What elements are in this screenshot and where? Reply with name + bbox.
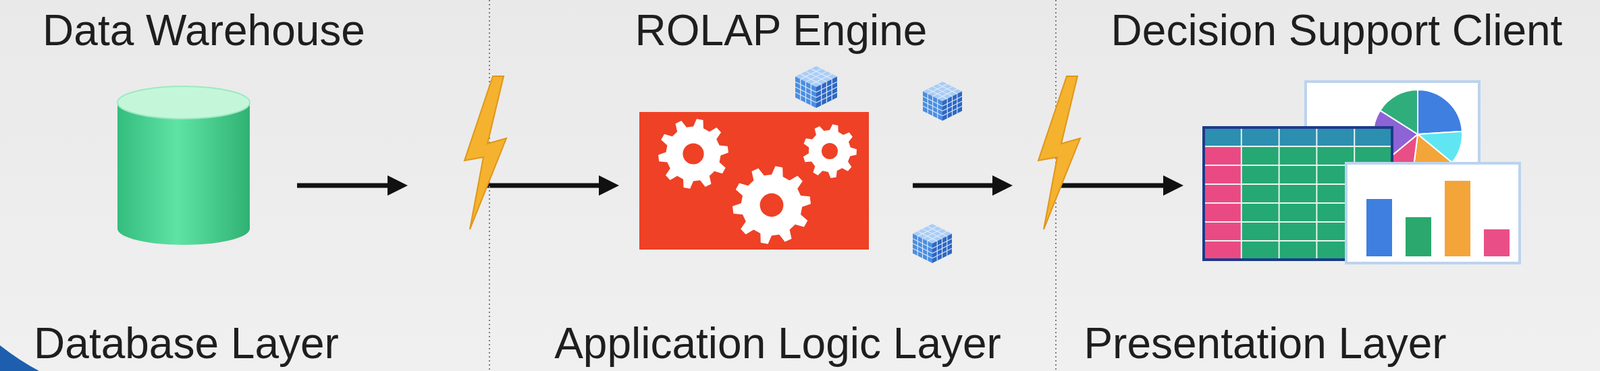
label-slot: Presentation Layer [1083,320,1447,368]
lightning-bolt [464,76,507,230]
gear-hole [821,143,838,160]
arrowhead [992,175,1013,196]
table-grid [1240,127,1243,260]
node-heading: Decision Support Client [1111,6,1563,55]
table-column [1203,127,1242,260]
cylinder-top [117,86,250,119]
table-header [1203,127,1393,147]
engine-box: ROLAP Engine [639,112,869,250]
arrowhead [387,175,408,196]
flow-arrow [912,183,1166,189]
gear-wheel [732,166,811,244]
lightning-bolt [1038,76,1081,230]
bar [1483,229,1510,257]
gear-wheel [658,118,729,190]
table-grid [1203,145,1393,148]
bar-window [1346,163,1520,264]
bar [1444,180,1471,257]
gear [732,166,811,244]
node-heading: Data Warehouse [42,6,366,55]
gear [803,124,857,179]
data-cube [922,81,963,121]
table-grid [1315,127,1318,260]
label-slot: Application Logic Layer [554,320,1002,368]
label-slot: Database Layer [33,320,339,368]
heading-text: Decision Support Client [1111,6,1563,55]
gear-hole [760,193,784,218]
pie-slice [1417,89,1463,135]
data-cube [912,224,952,264]
layer-label: Application Logic Layer [554,320,1002,368]
layer-label: Database Layer [33,320,339,368]
flow-arrow [297,183,602,189]
corner-swoosh [0,345,40,371]
engine-panel [639,112,869,250]
client-illustration: Decision Support Client [1203,81,1520,264]
bar [1405,217,1432,257]
shape-outline [1203,81,1520,264]
shape-outline [639,112,869,250]
gear-wheel [803,124,857,179]
gear-hole [682,143,704,165]
data-cube [795,66,838,109]
node-heading: ROLAP Engine [635,6,928,55]
cylinder-body [117,102,250,246]
bar [1366,199,1393,257]
layer-divider [488,0,491,371]
gear [658,118,729,190]
table-grid [1278,127,1280,260]
window-frame [1346,163,1520,264]
heading-text: Data Warehouse [42,6,366,55]
shape-outline [117,86,250,246]
database-cylinder: Data Warehouse [117,86,250,246]
layer-label: Presentation Layer [1083,320,1447,368]
heading-text: ROLAP Engine [635,6,928,55]
